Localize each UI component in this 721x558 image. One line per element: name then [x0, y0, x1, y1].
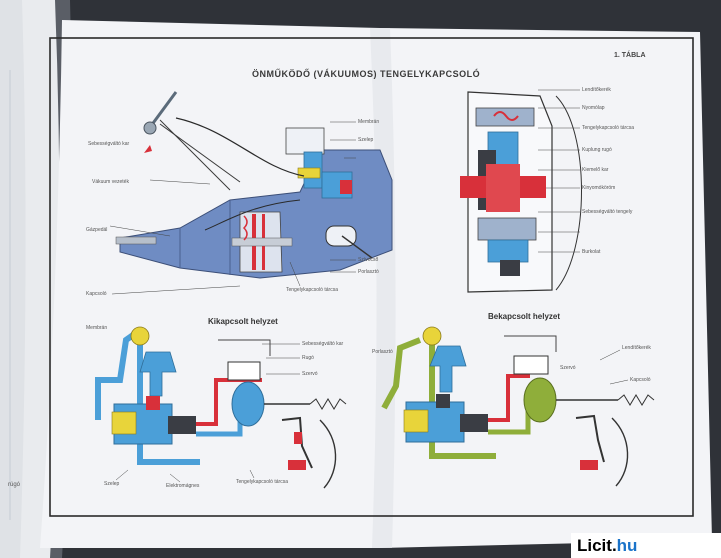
watermark-text: Licit.hu: [577, 536, 637, 556]
label-valve-bottom: Szelep: [104, 481, 120, 487]
label-switch: Kapcsoló: [86, 291, 107, 297]
label-membrane-bottom: Membrán: [86, 325, 108, 331]
label-clutch-spring: Kuplung rugó: [582, 147, 612, 153]
plate-title: ÖNMŰKÖDŐ (VÁKUUMOS) TENGELYKAPCSOLÓ: [252, 69, 481, 79]
label-valve: Szelep: [358, 137, 374, 143]
label-release-bearing: Kinyomóköröm: [582, 185, 616, 191]
label-gear-lever-bottom: Sebességváltó kar: [302, 341, 344, 347]
label-switch-bottom: Kapcsoló: [630, 377, 651, 383]
label-housing: Burkolat: [582, 249, 601, 255]
label-gearbox-shaft: Sebességváltó tengely: [582, 209, 633, 215]
licit-watermark: Licit.hu: [571, 533, 721, 558]
label-carburettor-bottom: Porlasztó: [372, 349, 393, 355]
watermark-brand: Licit.: [577, 536, 617, 555]
disengaged-state-title: Kikapcsolt helyzet: [208, 317, 278, 326]
disengaged-circuit: [95, 326, 347, 489]
clutch-cross-section: [460, 89, 582, 293]
engine-assembly-drawing: [109, 91, 393, 295]
label-clutch-disc-right: Tengelykapcsoló tárcsa: [582, 125, 634, 131]
label-release-lever: Kiemelő kar: [582, 167, 609, 173]
left-page-word: rúgó: [8, 482, 21, 488]
label-clutch-disc-bottom: Tengelykapcsoló tárcsa: [236, 479, 288, 485]
diagram-frame: [49, 37, 694, 517]
label-spring: Rugó: [302, 355, 314, 361]
label-flywheel-bottom: Lendítőkerék: [622, 345, 651, 351]
label-pressure-plate: Nyomólap: [582, 105, 605, 111]
label-intake: Szívócső: [358, 257, 379, 263]
label-accelerator: Gázpedál: [86, 227, 108, 233]
label-electromagnet: Elektromágnes: [166, 483, 200, 489]
label-flywheel: Lendítőkerék: [582, 87, 611, 93]
label-gear-lever: Sebességváltó kar: [88, 141, 130, 147]
label-servo-bottom: Szervó: [560, 365, 576, 371]
engaged-state-title: Bekapcsolt helyzet: [488, 312, 561, 321]
label-clutch-disc: Tengelykapcsoló tárcsa: [286, 287, 338, 293]
label-membrane: Membrán: [358, 119, 380, 125]
watermark-tld: hu: [616, 536, 638, 555]
engaged-circuit: [381, 326, 655, 487]
label-carburettor: Porlasztó: [358, 269, 379, 275]
label-vacuum-line: Vákuum vezeték: [92, 179, 129, 185]
label-servo: Szervó: [302, 371, 318, 377]
plate-number: 1. TÁBLA: [614, 52, 646, 59]
